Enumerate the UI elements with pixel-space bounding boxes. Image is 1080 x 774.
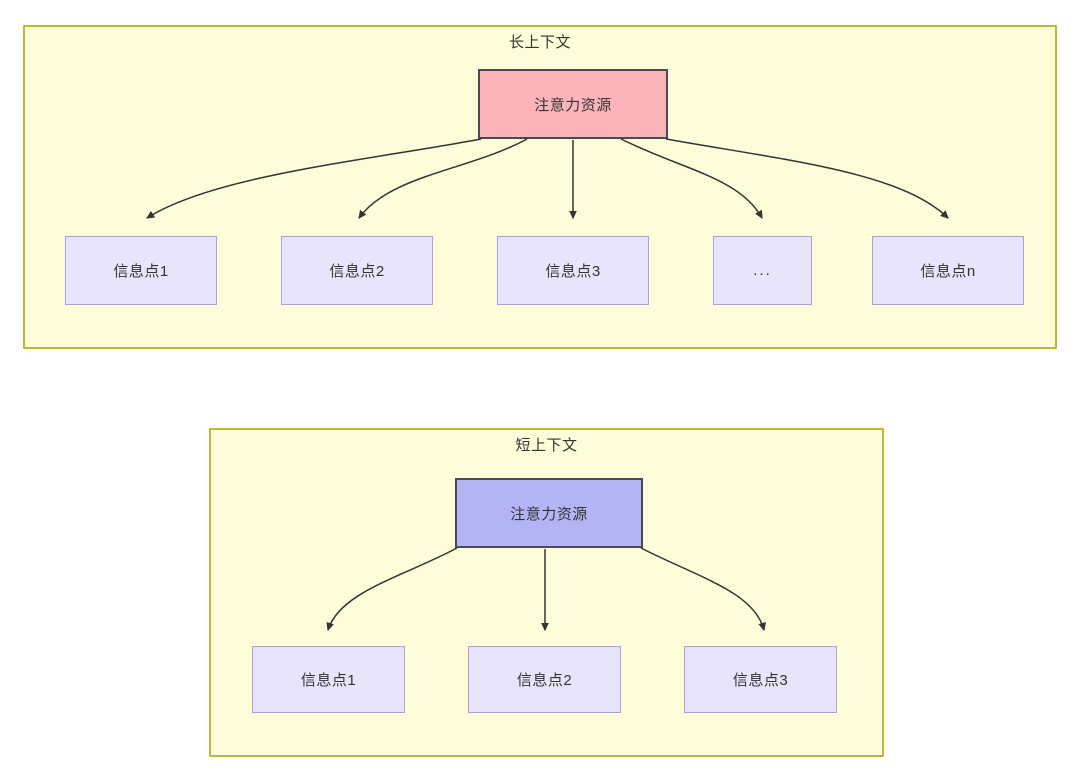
node-label: 注意力资源 — [534, 96, 612, 114]
node-label: 信息点1 — [113, 263, 169, 280]
group-short-context-title: 短上下文 — [515, 437, 578, 454]
node-attention-resource-short[interactable]: 注意力资源 — [455, 478, 643, 548]
node-info-point-1-short[interactable]: 信息点1 — [252, 646, 405, 713]
node-info-point-n-long[interactable]: 信息点n — [872, 236, 1024, 305]
node-info-point-3-long[interactable]: 信息点3 — [497, 236, 649, 305]
node-label: 信息点2 — [329, 263, 385, 280]
node-attention-resource-long[interactable]: 注意力资源 — [478, 69, 668, 139]
node-info-point-2-short[interactable]: 信息点2 — [468, 646, 621, 713]
node-label: 信息点2 — [516, 672, 573, 689]
node-label: 信息点3 — [732, 672, 789, 689]
node-label: 信息点3 — [545, 263, 601, 280]
node-info-point-2-long[interactable]: 信息点2 — [281, 236, 433, 305]
node-info-point-ellipsis-long[interactable]: ... — [713, 236, 812, 305]
node-label: 注意力资源 — [510, 505, 588, 523]
node-info-point-1-long[interactable]: 信息点1 — [65, 236, 217, 305]
node-info-point-3-short[interactable]: 信息点3 — [684, 646, 837, 713]
group-long-context-title: 长上下文 — [508, 34, 571, 51]
node-label: 信息点1 — [300, 672, 357, 689]
node-label: ... — [753, 262, 772, 279]
node-label: 信息点n — [920, 263, 976, 280]
